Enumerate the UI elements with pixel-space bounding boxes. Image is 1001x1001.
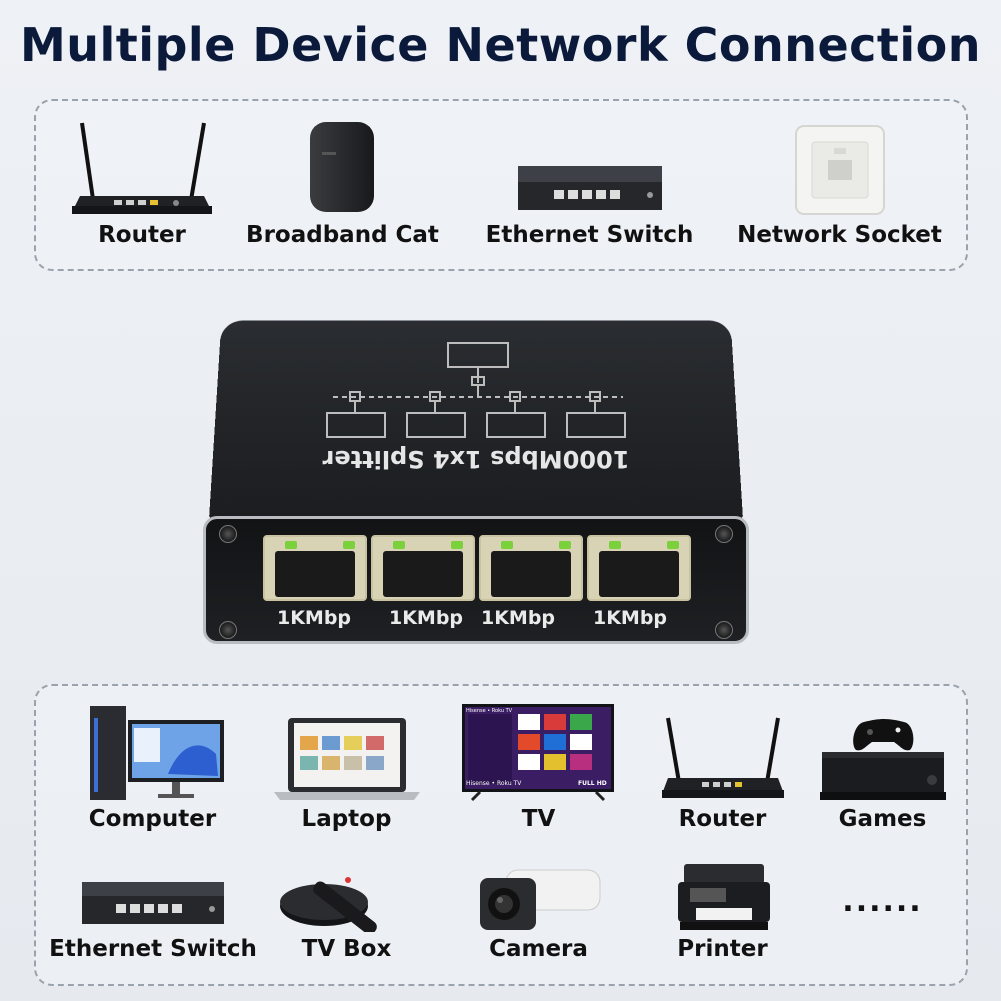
camera-icon [476, 864, 606, 934]
led-indicator [285, 541, 297, 549]
switch-icon [518, 166, 662, 212]
topology-diagram-icon [323, 337, 633, 441]
tv-hd-badge: FULL HD [578, 780, 607, 787]
device-label: Camera [456, 936, 621, 962]
device-label: Router [62, 222, 222, 248]
device-ethernet-switch-top: Ethernet Switch [482, 118, 697, 258]
device-label: TV Box [264, 936, 429, 962]
ethernet-port-4[interactable] [587, 535, 691, 601]
screw-icon [219, 525, 237, 543]
led-indicator [343, 541, 355, 549]
network-splitter: 1000Mbps 1x4 Splitter 1KMbp 1KMbp 1KMbp … [203, 309, 749, 645]
device-router-top: Router [62, 118, 222, 258]
device-label: Printer [640, 936, 805, 962]
router-icon [662, 714, 784, 800]
tv-box-icon [278, 864, 418, 932]
wall-socket-icon [794, 124, 886, 216]
device-computer: Computer [70, 700, 235, 840]
device-label: Computer [70, 806, 235, 832]
device-label: TV [456, 806, 621, 832]
switch-icon [82, 882, 224, 926]
page-title: Multiple Device Network Connection [0, 18, 1001, 72]
port-speed-label: 1KMbp [575, 607, 685, 629]
device-tv-box: TV Box [264, 858, 429, 988]
screw-icon [715, 621, 733, 639]
device-label: Ethernet Switch [482, 222, 697, 248]
led-indicator [451, 541, 463, 549]
ethernet-port-3[interactable] [479, 535, 583, 601]
laptop-icon [274, 716, 420, 800]
port-speed-label: 1KMbp [259, 607, 369, 629]
device-tv: Hisense • Roku TV Hisense • Roku TV FULL… [456, 700, 621, 840]
port-speed-label: 1KMbp [463, 607, 573, 629]
device-more: ...... [800, 858, 965, 988]
splitter-model-text: 1000Mbps 1x4 Splitter [203, 445, 749, 473]
device-label: Router [640, 806, 805, 832]
screw-icon [715, 525, 733, 543]
device-label: Games [800, 806, 965, 832]
tv-brand-top: Hisense • Roku TV [466, 708, 512, 714]
rj45-socket-icon [491, 551, 571, 597]
device-ethernet-switch-bottom: Ethernet Switch [48, 858, 258, 988]
rj45-socket-icon [599, 551, 679, 597]
router-icon [72, 118, 212, 218]
computer-icon [88, 704, 228, 802]
device-games: Games [800, 700, 965, 840]
screw-icon [219, 621, 237, 639]
led-indicator [501, 541, 513, 549]
device-printer: Printer [640, 858, 805, 988]
device-modem: Broadband Cat [240, 118, 445, 258]
printer-icon [676, 862, 772, 932]
tv-brand-bottom: Hisense • Roku TV [466, 780, 521, 787]
device-laptop: Laptop [264, 700, 429, 840]
device-camera: Camera [456, 858, 621, 988]
led-indicator [559, 541, 571, 549]
ethernet-port-1[interactable] [263, 535, 367, 601]
rj45-socket-icon [383, 551, 463, 597]
led-indicator [609, 541, 621, 549]
rj45-socket-icon [275, 551, 355, 597]
modem-icon [306, 120, 378, 216]
game-console-icon [820, 718, 946, 804]
device-label: Broadband Cat [240, 222, 445, 248]
device-network-socket: Network Socket [732, 118, 947, 258]
led-indicator [667, 541, 679, 549]
led-indicator [393, 541, 405, 549]
tv-icon [462, 704, 614, 802]
device-router-bottom: Router [640, 700, 805, 840]
device-label: Laptop [264, 806, 429, 832]
more-icon: ...... [800, 884, 965, 919]
device-label: Network Socket [732, 222, 947, 248]
device-label: Ethernet Switch [48, 936, 258, 962]
ethernet-port-2[interactable] [371, 535, 475, 601]
